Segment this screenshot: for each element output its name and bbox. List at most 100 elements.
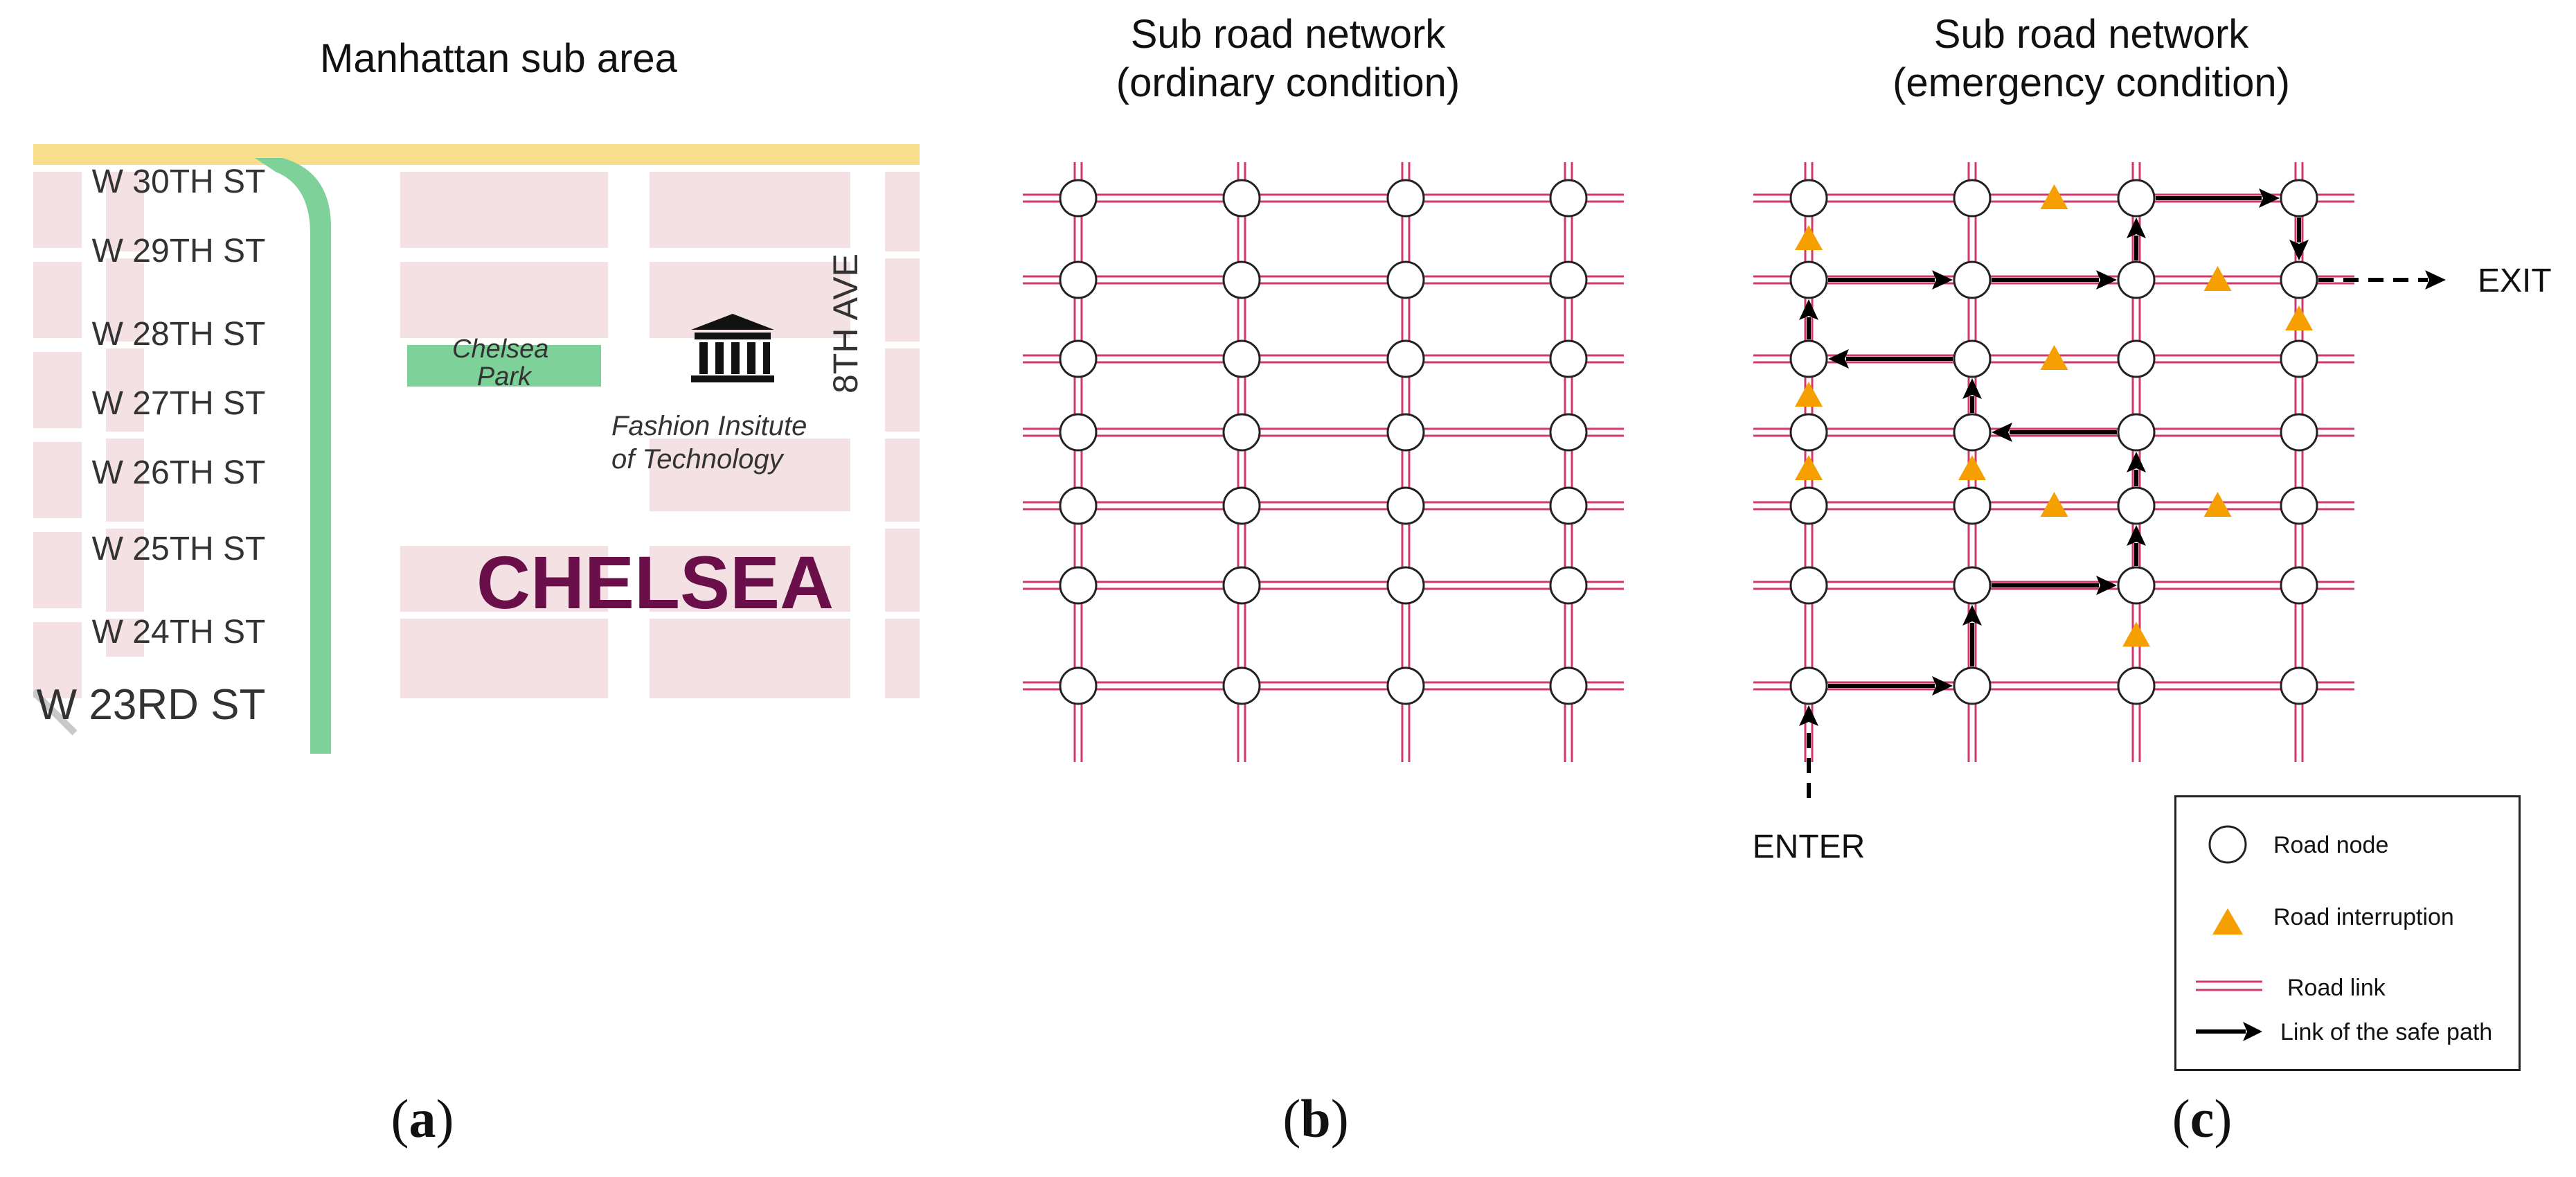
road-interruption <box>2040 345 2068 370</box>
map-green-route <box>255 158 331 754</box>
road-link <box>1753 581 2354 590</box>
road-link-icon <box>2196 980 2262 991</box>
road-node <box>1953 339 1992 378</box>
safe-path-link <box>1828 349 1953 369</box>
road-node <box>1789 666 1828 705</box>
road-node <box>1549 179 1588 218</box>
road-node <box>1222 566 1261 605</box>
panel-a-title: Manhattan sub area <box>320 36 677 81</box>
road-node <box>2117 666 2156 705</box>
road-node <box>1059 566 1098 605</box>
safe-path-link <box>1992 576 2117 595</box>
road-node <box>2117 339 2156 378</box>
road-node <box>1386 666 1425 705</box>
road-link <box>1023 275 1624 285</box>
road-node <box>2280 413 2318 452</box>
road-node <box>2280 486 2318 525</box>
road-interruption <box>2040 184 2068 209</box>
road-node <box>1549 339 1588 378</box>
road-node <box>1059 339 1098 378</box>
road-node <box>1386 486 1425 525</box>
safe-path-link <box>1962 605 1982 666</box>
safe-path-link <box>1828 676 1953 696</box>
road-link <box>1023 354 1624 364</box>
road-nodes <box>1789 179 2318 705</box>
road-node <box>1789 179 1828 218</box>
safe-path-link <box>2156 188 2280 208</box>
road-link <box>1023 193 1624 203</box>
enter-arrow <box>1799 705 1818 798</box>
ordinary-network <box>1023 162 1624 762</box>
road-node <box>1059 486 1098 525</box>
road-node <box>1222 413 1261 452</box>
road-node <box>1059 666 1098 705</box>
road-node <box>1549 666 1588 705</box>
avenue-label: 8TH AVE <box>826 254 865 393</box>
road-node <box>1059 413 1098 452</box>
street-labels: W 30TH STW 29TH STW 28TH STW 27TH STW 26… <box>37 163 266 729</box>
road-node <box>1789 260 1828 299</box>
caption-b: (b) <box>1282 1088 1349 1149</box>
road-node <box>1953 413 1992 452</box>
road-interruption <box>2285 306 2313 330</box>
chelsea-park <box>407 345 601 387</box>
safe-path-link <box>1992 423 2117 442</box>
road-node <box>1386 566 1425 605</box>
legend: Road node Road interruption Road link Li… <box>2174 795 2521 1071</box>
road-node <box>1953 260 1992 299</box>
manhattan-map: Chelsea Park Fashion Insitute of Technol… <box>33 144 920 754</box>
safe-path <box>1799 188 2446 798</box>
institute-label: Fashion Insitute of Technology <box>611 411 815 475</box>
map-diagonal-road <box>33 689 78 736</box>
safe-path-link <box>1992 270 2117 290</box>
street-label: W 23RD ST <box>37 681 266 729</box>
road-interruption <box>2203 266 2232 291</box>
legend-label-road-interruption: Road interruption <box>2273 904 2454 930</box>
road-node <box>1222 339 1261 378</box>
road-node <box>1549 260 1588 299</box>
road-interruption <box>2040 492 2068 517</box>
road-node <box>2117 566 2156 605</box>
safe-path-link <box>2127 218 2146 260</box>
road-node <box>1386 179 1425 218</box>
street-label: W 30TH ST <box>92 163 266 200</box>
road-node-icon <box>2208 825 2247 864</box>
road-links <box>1753 162 2354 762</box>
road-node <box>2117 486 2156 525</box>
chelsea-park-label: Chelsea Park <box>452 335 556 391</box>
street-label: W 26TH ST <box>92 454 266 491</box>
road-nodes <box>1059 179 1588 705</box>
road-link <box>1023 501 1624 511</box>
road-node <box>1386 339 1425 378</box>
road-node <box>1549 566 1588 605</box>
road-interruption <box>1958 455 1986 480</box>
road-node <box>1789 413 1828 452</box>
road-node <box>1953 179 1992 218</box>
road-node <box>1549 413 1588 452</box>
street-label: W 28TH ST <box>92 316 266 353</box>
exit-label: EXIT <box>2478 263 2552 299</box>
panel-b-title: Sub road network (ordinary condition) <box>1116 12 1460 105</box>
road-node <box>1386 260 1425 299</box>
legend-label-road-link: Road link <box>2287 975 2386 1001</box>
road-node <box>1059 179 1098 218</box>
road-interruption <box>2203 492 2232 517</box>
road-node <box>2280 339 2318 378</box>
road-interruption <box>1795 225 1823 250</box>
road-node <box>2280 666 2318 705</box>
safe-path-link <box>1799 299 1818 339</box>
road-node <box>1789 566 1828 605</box>
road-node <box>1549 486 1588 525</box>
road-interruption-icon <box>2212 908 2243 935</box>
safe-path-arrow-icon <box>2196 1022 2262 1041</box>
road-node <box>1953 486 1992 525</box>
road-link <box>1023 681 1624 691</box>
road-node <box>1953 566 1992 605</box>
safe-path-link <box>1828 270 1953 290</box>
map-highway-strip <box>33 144 920 165</box>
road-interruption <box>1795 382 1823 407</box>
road-interruptions <box>1795 184 2313 647</box>
road-interruption <box>2122 621 2150 647</box>
street-label: W 29TH ST <box>92 233 266 269</box>
